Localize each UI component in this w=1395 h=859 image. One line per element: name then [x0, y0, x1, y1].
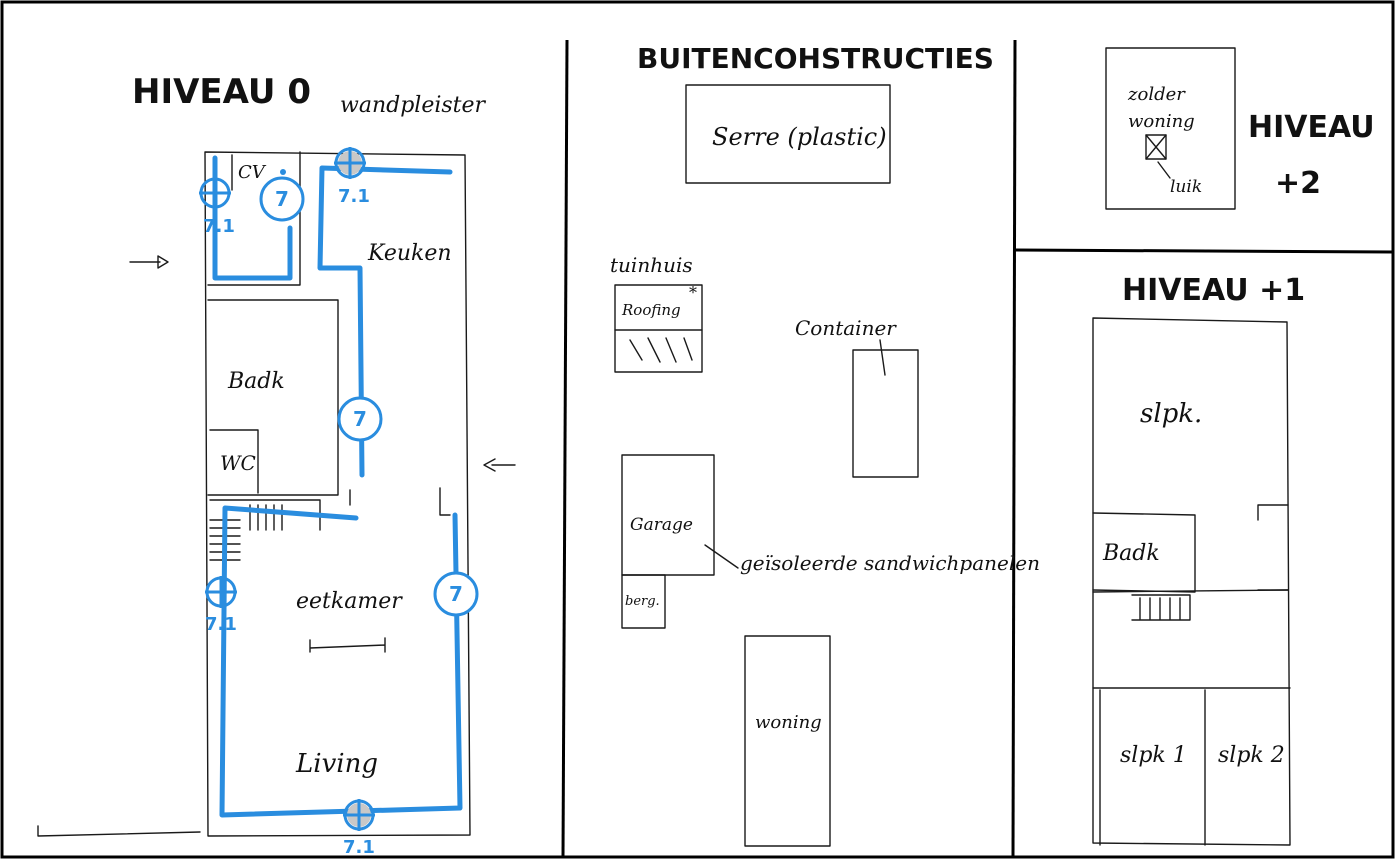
geisoleerde-label: geïsoleerde sandwichpanelen	[740, 551, 1040, 575]
room-keuken: Keuken	[367, 241, 452, 266]
tuinhuis-outline	[614, 284, 703, 373]
room-slpk-1: slpk 1	[1120, 743, 1187, 768]
divider-horizontal	[1012, 248, 1394, 254]
table-sketch	[309, 637, 386, 653]
niveau-0-title: HIVEAU 0	[132, 72, 311, 112]
svg-text:7: 7	[449, 582, 463, 606]
tuinhuis-label: tuinhuis	[610, 253, 693, 277]
serre-label: Serre (plastic)	[712, 123, 887, 151]
luik-label: luik	[1170, 177, 1202, 197]
niveau-1-outline	[1092, 317, 1291, 846]
berging-label: berg.	[625, 594, 660, 609]
serre-outline	[685, 84, 891, 184]
svg-text:7.1: 7.1	[343, 837, 375, 858]
svg-text:7.1: 7.1	[203, 216, 235, 237]
svg-text:7: 7	[353, 407, 367, 431]
room-badk-1: Badk	[1102, 541, 1160, 566]
woning-outline	[744, 635, 831, 847]
target-7-1-c: 7.1	[205, 576, 237, 635]
target-7-1-a: 7.1	[199, 177, 235, 237]
container-outline	[852, 349, 919, 478]
garage-label: Garage	[630, 515, 693, 535]
svg-text:7.1: 7.1	[338, 186, 370, 207]
berging-outline	[621, 574, 666, 629]
target-7-1-d: 7.1	[343, 799, 375, 858]
room-slpk-2: slpk 2	[1218, 743, 1285, 768]
room-slpk: slpk.	[1140, 399, 1202, 429]
room-eetkamer: eetkamer	[296, 589, 403, 614]
target-7-1-b: 7.1	[334, 147, 370, 207]
marker-7-b: 7	[337, 396, 383, 442]
niveau-2-title: HIVEAU	[1248, 110, 1375, 145]
zolder-label: zolder	[1127, 84, 1186, 105]
route-keuken	[317, 165, 453, 478]
garage-outline	[621, 454, 715, 576]
zolder-outline	[1105, 47, 1236, 210]
svg-text:7.1: 7.1	[205, 614, 237, 635]
buiten-panel: BUITENCOHSTRUCTIES Serre (plastic) tuinh…	[610, 42, 1040, 847]
luik-box	[1145, 134, 1167, 160]
marker-7-a: 7	[259, 176, 305, 222]
roofing-label: Roofing	[621, 301, 681, 319]
container-label: Container	[795, 316, 897, 340]
svg-text:*: *	[689, 283, 697, 302]
room-living: Living	[295, 749, 378, 779]
route-living	[219, 505, 463, 818]
room-cv: CV	[238, 162, 267, 183]
entrance-arrow-right	[483, 458, 516, 472]
svg-text:7: 7	[275, 187, 289, 211]
niveau-2-subtitle: +2	[1275, 166, 1321, 201]
marker-7-c: 7	[433, 571, 479, 617]
buiten-title: BUITENCOHSTRUCTIES	[637, 42, 994, 75]
room-bad: Badk	[227, 369, 285, 394]
entrance-arrow-left	[129, 255, 169, 269]
route-cv	[212, 155, 293, 281]
divider-right	[1011, 39, 1017, 858]
niveau-1-panel: HIVEAU +1 slpk. Badk slpk 1 slpk 2	[1092, 273, 1305, 846]
room-bad-outline	[207, 299, 339, 496]
wandpleister-label: wandpleister	[340, 93, 487, 118]
niveau-0-panel: HIVEAU 0 wandpleister CV Badk WC Keuken …	[37, 72, 516, 858]
niveau-2-panel: zolder woning luik HIVEAU +2	[1105, 47, 1375, 210]
niveau-0-outline	[204, 151, 471, 837]
niveau-1-title: HIVEAU +1	[1122, 273, 1305, 308]
woning-label: woning	[755, 712, 822, 733]
room-wc: WC	[220, 451, 256, 475]
zolder-woning-label: woning	[1128, 111, 1195, 132]
divider-left	[561, 39, 569, 858]
